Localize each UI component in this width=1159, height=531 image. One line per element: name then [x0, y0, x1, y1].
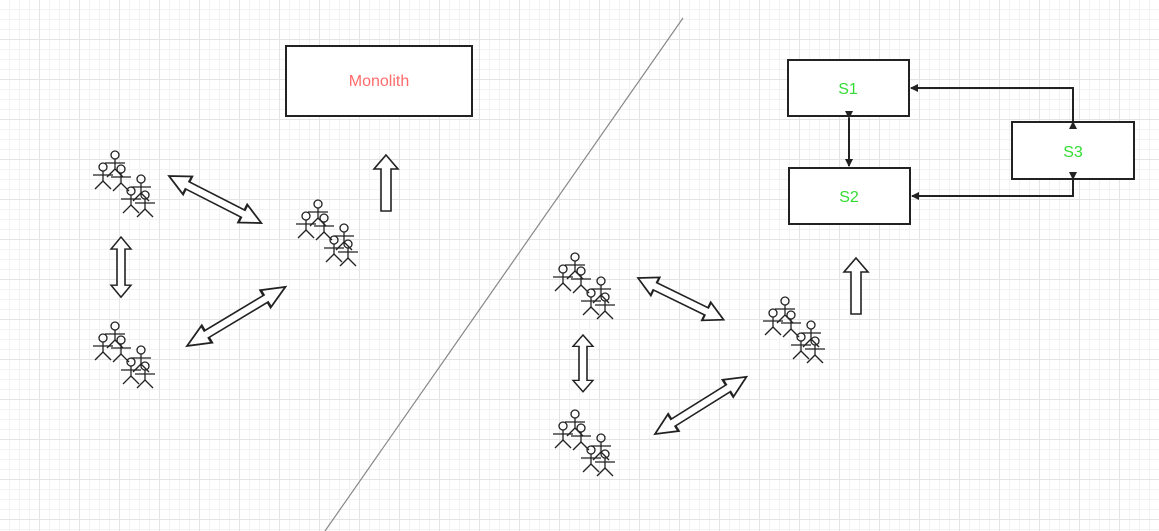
right-double-arrow-vertical-icon	[572, 334, 594, 393]
right-team-bottom-people-group-icon	[553, 410, 615, 476]
service-s1-box: S1	[787, 59, 910, 117]
monolith-label: Monolith	[349, 73, 409, 90]
service-s3-label: S3	[1063, 144, 1083, 161]
right-double-arrow-bottom-right-icon	[648, 367, 753, 444]
connector-s3-s2	[911, 172, 1077, 200]
right-up-arrow-icon	[843, 257, 869, 315]
left-double-arrow-bottom-right-icon	[180, 277, 292, 356]
right-team-top-people-group-icon	[553, 253, 615, 319]
connector-s3-s1	[910, 84, 1077, 129]
left-team-right-people-group-icon	[296, 200, 358, 266]
left-team-bottom-people-group-icon	[93, 322, 155, 388]
right-team-right-people-group-icon	[763, 297, 825, 363]
monolith-box: Monolith	[285, 45, 473, 117]
service-s3-box: S3	[1011, 121, 1135, 180]
service-s2-box: S2	[788, 167, 911, 225]
service-s1-label: S1	[838, 81, 858, 98]
left-double-arrow-top-right-icon	[163, 165, 267, 234]
left-double-arrow-vertical-icon	[110, 236, 132, 299]
right-double-arrow-top-right-icon	[632, 267, 729, 330]
service-s2-label: S2	[839, 189, 859, 206]
panel-divider	[324, 17, 684, 531]
left-up-arrow-icon	[373, 154, 399, 212]
left-team-top-people-group-icon	[93, 151, 155, 217]
